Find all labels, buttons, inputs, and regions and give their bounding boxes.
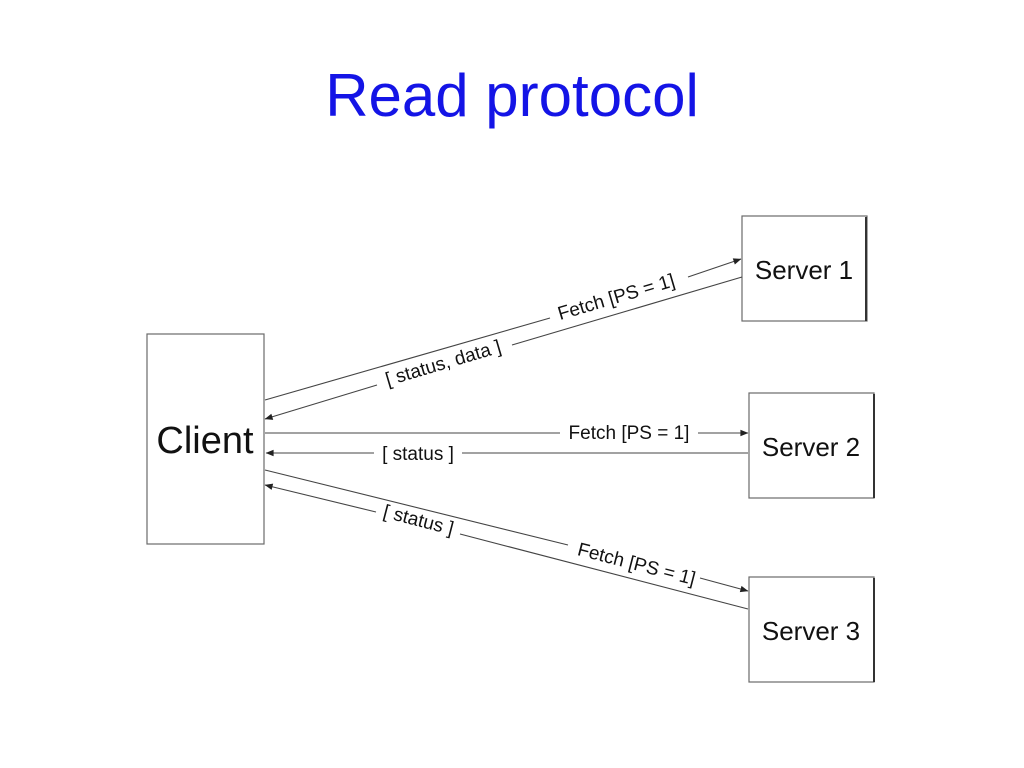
fetch-label-server-3: Fetch [PS = 1] <box>575 539 697 590</box>
fetch-label-server-1: Fetch [PS = 1] <box>555 270 677 324</box>
fetch-arrow-server-1: Fetch [PS = 1] <box>264 258 742 401</box>
server-1-node: Server 1 <box>741 215 868 322</box>
fetch-label-server-2: Fetch [PS = 1] <box>569 423 690 444</box>
reply-arrow-server-1: [ status, data ] <box>264 276 743 420</box>
server-3-label: Server 3 <box>762 616 860 646</box>
client-node: Client <box>146 333 265 545</box>
server-2-node: Server 2 <box>748 392 875 499</box>
server-1-label: Server 1 <box>755 255 853 285</box>
reply-arrow-server-3: [ status ] <box>264 483 749 610</box>
reply-label-server-2: [ status ] <box>382 444 454 465</box>
server-3-node: Server 3 <box>748 576 875 683</box>
server-2-label: Server 2 <box>762 432 860 462</box>
fetch-arrow-server-3: Fetch [PS = 1] <box>264 469 749 593</box>
reply-label-server-3: [ status ] <box>381 502 456 540</box>
reply-arrow-server-2: [ status ] <box>265 444 748 465</box>
client-label: Client <box>156 420 254 462</box>
reply-label-server-1: [ status, data ] <box>383 337 503 391</box>
fetch-arrow-server-2: Fetch [PS = 1] <box>265 423 749 444</box>
slide-title: Read protocol <box>325 62 699 129</box>
